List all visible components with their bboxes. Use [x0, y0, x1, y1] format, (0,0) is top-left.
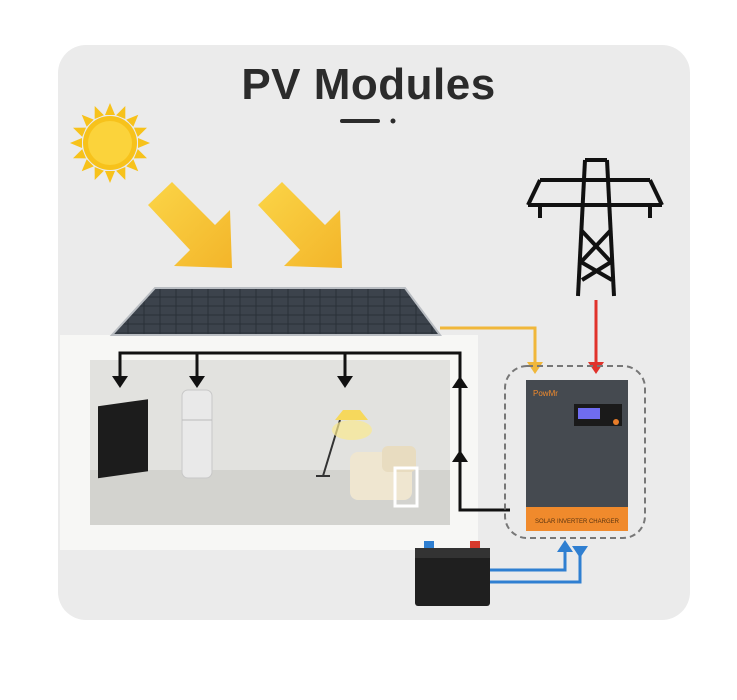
title-dot — [390, 118, 396, 124]
sun-ray — [73, 127, 87, 137]
sun-ray — [133, 127, 147, 137]
page-title: PV Modules — [241, 60, 496, 109]
sun-ray — [126, 114, 139, 127]
inverter-label: SOLAR INVERTER CHARGER — [535, 519, 620, 525]
sun-icon — [70, 103, 150, 183]
sun-ray — [116, 106, 126, 120]
sun-ray — [81, 114, 94, 127]
sun-ray — [138, 138, 150, 148]
sun-ray — [105, 103, 115, 115]
solar-panel — [109, 287, 442, 336]
pv-wire — [440, 326, 537, 368]
sun-ray — [73, 149, 87, 159]
sofa-icon — [350, 446, 419, 508]
sun-ray — [105, 171, 115, 183]
inverter-body — [526, 380, 628, 514]
battery-wiring — [490, 548, 582, 584]
sun-ray — [126, 159, 139, 172]
sun-ray — [81, 159, 94, 172]
sunlight-arrow-icon — [148, 182, 232, 268]
sun-ray — [94, 106, 104, 120]
wire-arrows — [112, 376, 468, 462]
battery-icon — [415, 541, 490, 606]
inverter-lcd — [578, 408, 600, 419]
inverter-band — [526, 507, 628, 531]
sun-ray — [70, 138, 82, 148]
inverter-brand: PowMr — [533, 389, 558, 398]
inverter-button — [613, 419, 619, 425]
lamp-icon — [316, 410, 372, 477]
power-tower-icon — [526, 158, 664, 297]
sun-ray — [94, 166, 104, 180]
inverter-outline — [504, 365, 646, 539]
sun-ray — [116, 166, 126, 180]
tv-icon — [98, 399, 148, 479]
sunlight-arrow-icon — [258, 182, 342, 268]
sun-ray — [133, 149, 147, 159]
fridge-icon — [181, 389, 213, 479]
title-underline — [340, 119, 380, 123]
